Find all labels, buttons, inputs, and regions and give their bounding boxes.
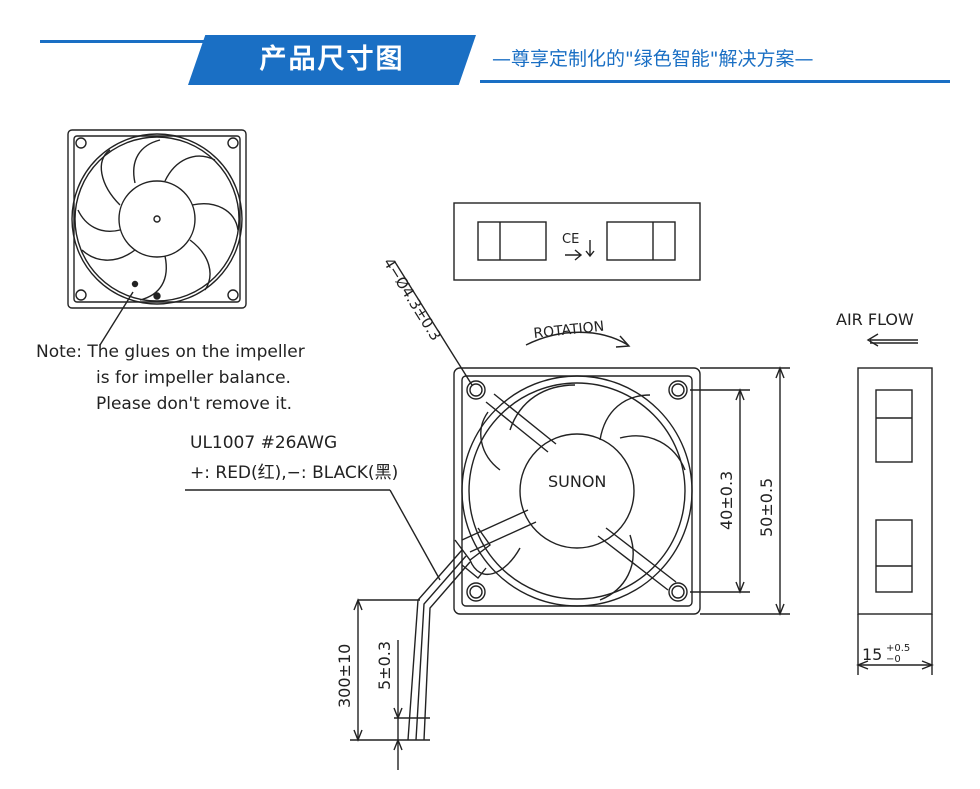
dimension-lines-lead	[350, 598, 430, 770]
dim-strip-length: 5±0.3	[375, 641, 394, 690]
side-view-fan	[856, 367, 934, 675]
page-title: 产品尺寸图	[259, 44, 405, 75]
front-view-fan	[453, 367, 701, 615]
note-line-2: is for impeller balance.	[96, 368, 291, 388]
header-rule-bottom	[480, 80, 950, 83]
brand-label: SUNON	[548, 472, 606, 491]
page-header: 产品尺寸图 —尊享定制化的"绿色智能"解决方案—	[0, 0, 980, 100]
wire-spec-leader	[389, 489, 441, 581]
title-tab	[188, 35, 476, 85]
rear-view-fan	[67, 129, 247, 346]
rotation-arrow-icon	[615, 335, 631, 348]
note-line-1: Note: The glues on the impeller	[36, 342, 305, 362]
page-subtitle: —尊享定制化的"绿色智能"解决方案—	[492, 48, 814, 70]
header-rule-top	[40, 40, 220, 43]
hole-leader	[394, 261, 473, 386]
airflow-arrow-icon	[866, 333, 918, 347]
airflow-label: AIR FLOW	[836, 310, 914, 329]
note-line-3: Please don't remove it.	[96, 394, 292, 414]
dim-thickness: 15	[862, 645, 882, 664]
ce-mark-icon: CE	[562, 232, 579, 247]
dim-thickness-tol-plus: +0.5	[886, 643, 910, 654]
hole-diameter-dim: 4−Ø4.3±0.3	[380, 255, 445, 344]
dimension-lines-right	[690, 366, 790, 616]
dim-width: 50±0.5	[757, 478, 776, 537]
wire-colors: +: RED(红),−: BLACK(黑)	[190, 463, 398, 483]
dim-lead-length: 300±10	[335, 644, 354, 708]
dim-hole-pitch: 40±0.3	[717, 471, 736, 530]
label-top-view	[453, 202, 701, 281]
wire-spec: UL1007 #26AWG	[190, 433, 337, 453]
dim-thickness-tol-minus: −0	[886, 654, 901, 665]
rotation-label: ROTATION	[533, 319, 605, 342]
